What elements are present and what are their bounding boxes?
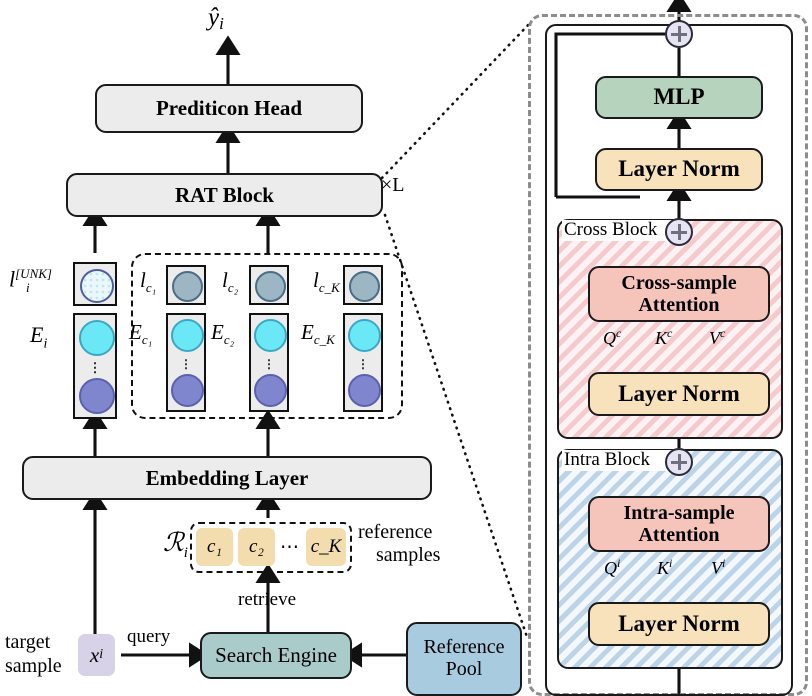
embedding-layer-box[interactable]: Embedding Layer — [22, 456, 432, 500]
intra-attention-line2: Attention — [638, 524, 720, 546]
reference-pool-box[interactable]: Reference Pool — [406, 622, 522, 696]
cross-block-title: Cross Block — [564, 219, 658, 240]
reference-pool-line2: Pool — [445, 658, 483, 680]
embedding-token-circle-last — [171, 374, 204, 407]
token-box-ck-label — [343, 265, 383, 305]
reference-item-c1[interactable]: c₁ — [196, 528, 233, 566]
embedding-token-circle-last — [254, 374, 287, 407]
intra-attention-line1: Intra-sample — [623, 501, 735, 524]
token-box-unk-label — [73, 262, 117, 306]
residual-add-cross — [665, 218, 693, 246]
reference-items-group — [190, 522, 352, 573]
label-token-circle — [255, 271, 286, 302]
reference-item-ck[interactable]: c_K — [306, 528, 346, 566]
intra-v-label: Vi — [711, 556, 726, 578]
intra-sample-attention-box[interactable]: Intra-sample Attention — [588, 496, 770, 552]
search-engine-box[interactable]: Search Engine — [200, 632, 352, 679]
reference-items-ellipsis: ⋯ — [280, 537, 299, 558]
label-token-circle — [172, 271, 203, 302]
reference-item-c2[interactable]: c₂ — [238, 528, 275, 566]
layer-norm-intra-box[interactable]: Layer Norm — [588, 602, 770, 646]
layer-norm-top-box[interactable]: Layer Norm — [595, 148, 763, 191]
embedding-token-circle-last — [348, 374, 381, 407]
prediction-head-box[interactable]: Prediticon Head — [95, 84, 363, 133]
reference-token-group — [131, 253, 403, 419]
layer-norm-cross-box[interactable]: Layer Norm — [588, 372, 770, 416]
label-token-circle — [349, 271, 380, 302]
token-label-ck-embedding: Ec_K — [301, 320, 335, 348]
token-box-c2-label — [249, 265, 289, 305]
cross-k-label: Kc — [655, 326, 673, 348]
token-label-c2-embedding: Ec₂ — [211, 320, 235, 348]
intra-block-title: Intra Block — [564, 449, 651, 470]
vertical-ellipsis: ⋮ — [263, 357, 275, 371]
cross-attention-line1: Cross-sample — [621, 271, 737, 294]
cross-block-title-backdrop — [562, 220, 682, 241]
target-sample-caption: target sample — [5, 631, 62, 677]
reference-set-symbol: ℛi — [163, 528, 188, 562]
token-label-unk: l[UNK]i — [9, 266, 52, 295]
token-label-target-embedding: Ei — [30, 322, 48, 352]
cross-sample-attention-box[interactable]: Cross-sample Attention — [588, 266, 770, 322]
residual-add-top — [665, 20, 693, 48]
embedding-token-circle-first — [171, 319, 204, 352]
token-box-c1-embedding: ⋮ — [166, 313, 206, 412]
embedding-token-circle-last — [79, 378, 115, 414]
unk-token-circle — [80, 269, 114, 303]
reference-pool-line1: Reference — [423, 636, 505, 659]
output-label: ŷi — [208, 4, 224, 33]
token-box-c2-embedding: ⋮ — [249, 313, 289, 412]
token-label-c1-embedding: Ec₁ — [129, 320, 153, 348]
embedding-token-circle-first — [254, 319, 287, 352]
intra-k-label: Ki — [657, 556, 673, 578]
token-box-ck-embedding: ⋮ — [343, 313, 383, 412]
cross-v-label: Vc — [709, 326, 726, 348]
vertical-ellipsis: ⋮ — [88, 360, 102, 375]
reference-samples-caption: reference samples — [358, 521, 441, 566]
embedding-token-circle-first — [79, 320, 115, 356]
embedding-token-circle-first — [348, 319, 381, 352]
token-label-ck: lc_K — [313, 268, 340, 296]
vertical-ellipsis: ⋮ — [357, 357, 369, 371]
mlp-box[interactable]: MLP — [595, 76, 763, 119]
intra-block-title-backdrop — [562, 450, 674, 471]
token-box-c1-label — [166, 265, 206, 305]
residual-add-intra — [665, 448, 693, 476]
token-label-c1: lc₁ — [140, 268, 157, 296]
intra-q-label: Qi — [604, 556, 621, 578]
token-box-target-embedding: ⋮ — [73, 313, 117, 419]
rat-repeat-label: ×L — [381, 174, 405, 196]
rat-block-box[interactable]: RAT Block — [66, 173, 383, 217]
vertical-ellipsis: ⋮ — [180, 357, 192, 371]
query-label: query — [127, 626, 171, 647]
cross-q-label: Qc — [603, 326, 622, 348]
cross-attention-line2: Attention — [638, 294, 720, 316]
token-label-c2: lc₂ — [222, 268, 239, 296]
retrieve-label: retrieve — [238, 589, 297, 610]
